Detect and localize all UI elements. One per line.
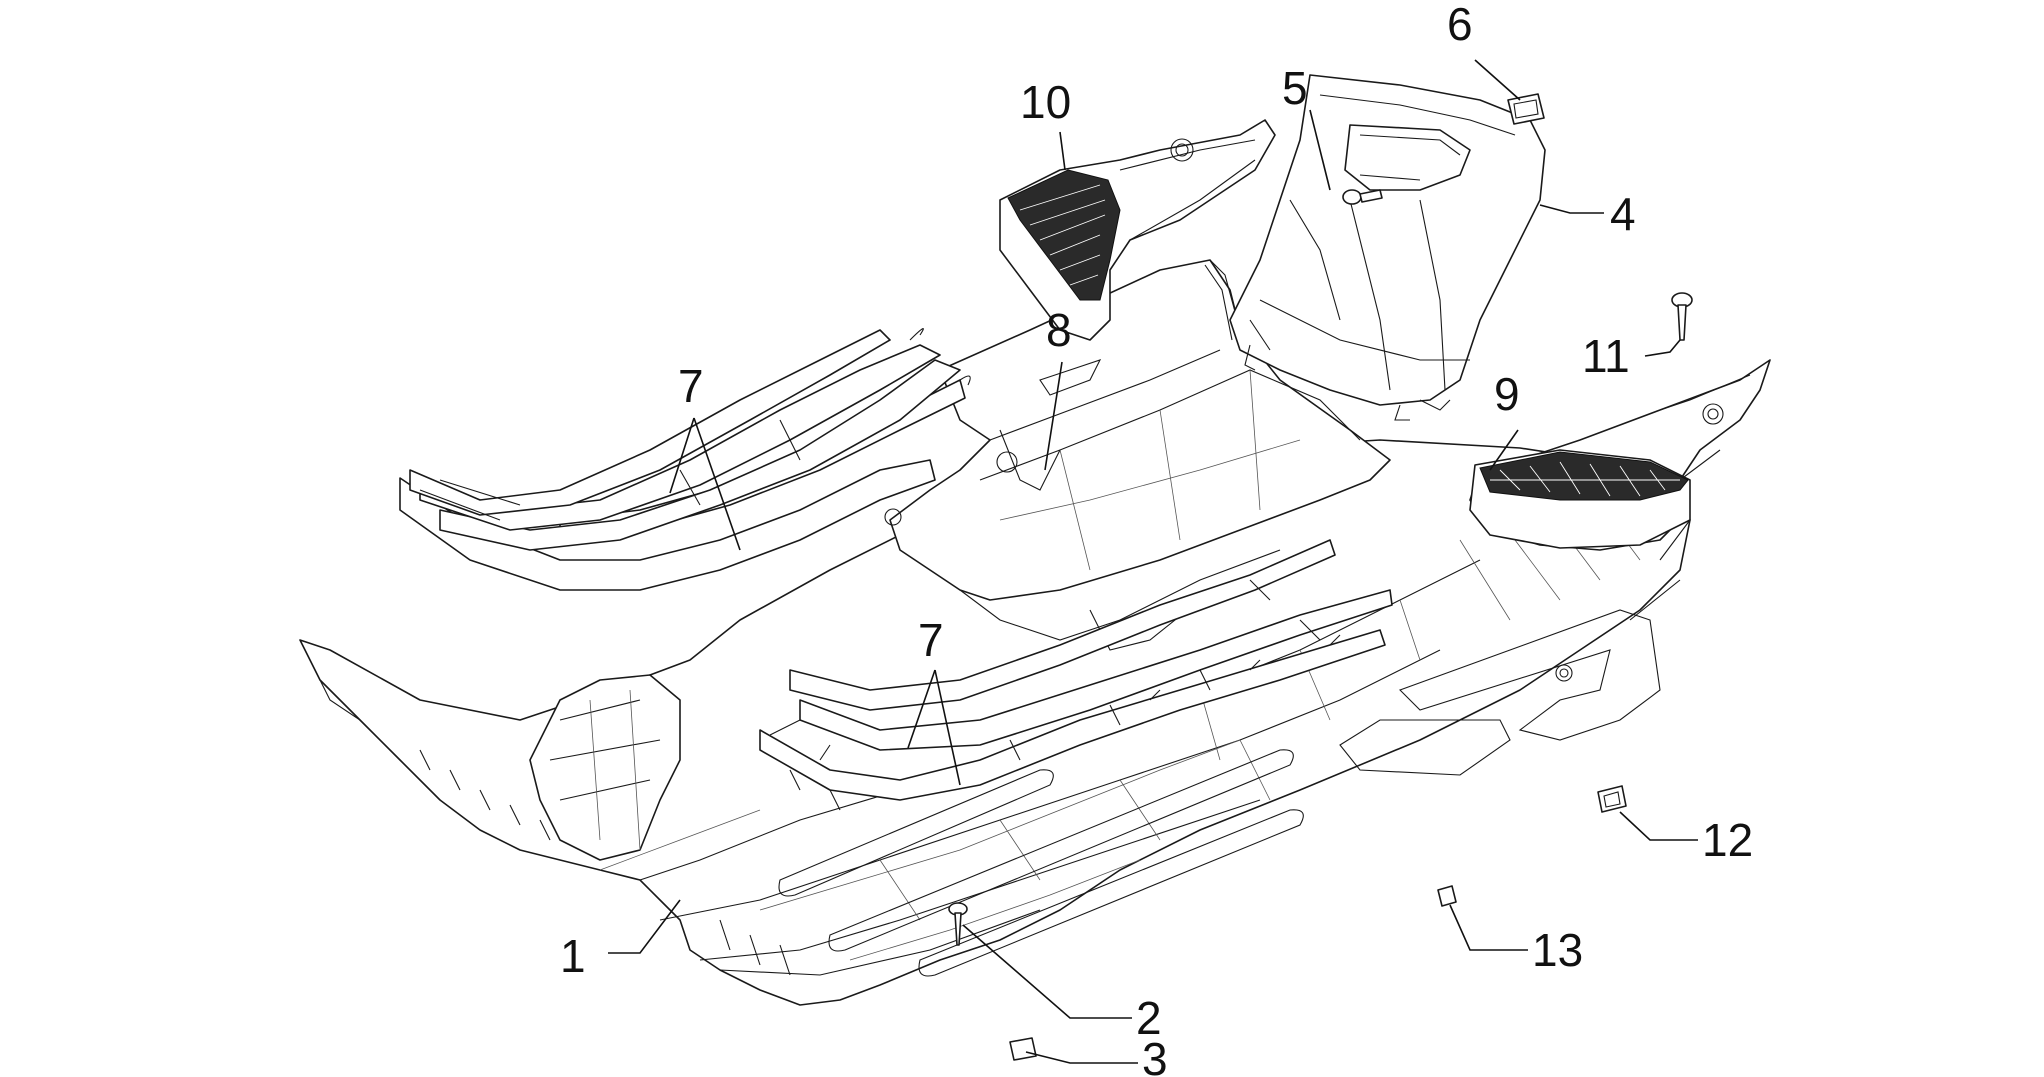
leader-11 [1644,339,1681,357]
clip-part-13 [1437,885,1457,907]
screw-part-5 [1342,189,1383,205]
callout-labels: 1 2 3 4 5 6 7 7 8 9 10 11 12 13 [560,0,1753,1077]
leader-13 [1449,904,1528,951]
leader-2 [962,924,1132,1019]
callout-6: 6 [1447,0,1473,50]
screw-part-11 [1671,292,1693,341]
callout-3: 3 [1142,1033,1168,1077]
callout-9: 9 [1494,368,1520,420]
leader-7a1 [669,417,695,494]
clip-part-6 [1507,93,1545,125]
rubber-strips-part-7-upper [399,328,971,591]
clip-part-12 [1597,785,1627,813]
callout-4: 4 [1610,188,1636,240]
footrest-cover-part-9 [1469,359,1771,551]
center-tunnel-part-8 [884,259,1391,651]
leader-4 [1539,204,1604,214]
leader-12 [1619,811,1698,841]
leader-1 [608,899,681,954]
callout-10: 10 [1020,76,1071,128]
rubber-strips-part-7-center [759,539,1393,811]
leader-7a2 [693,417,741,551]
callout-8: 8 [1046,304,1072,356]
leader-7b2 [934,669,961,786]
callout-11: 11 [1582,330,1630,382]
leader-3 [1025,1051,1138,1064]
leader-8 [1044,361,1063,471]
leader-6 [1474,59,1521,101]
leader-9 [1489,429,1519,471]
callout-7-center: 7 [918,614,944,666]
leader-10 [1059,131,1066,171]
callout-7-upper: 7 [678,360,704,412]
callout-1: 1 [560,930,586,982]
footrest-cover-part-10 [999,119,1276,341]
screw-part-2 [948,902,968,946]
callout-2: 2 [1136,992,1162,1044]
callout-12: 12 [1702,814,1753,866]
callout-5: 5 [1282,62,1308,114]
leader-5 [1309,109,1331,191]
clip-part-3 [1009,1037,1037,1061]
leader-7b1 [907,669,936,749]
callout-13: 13 [1532,924,1583,976]
inner-cover-part-4 [1229,74,1546,421]
leader-lines [608,59,1698,1064]
